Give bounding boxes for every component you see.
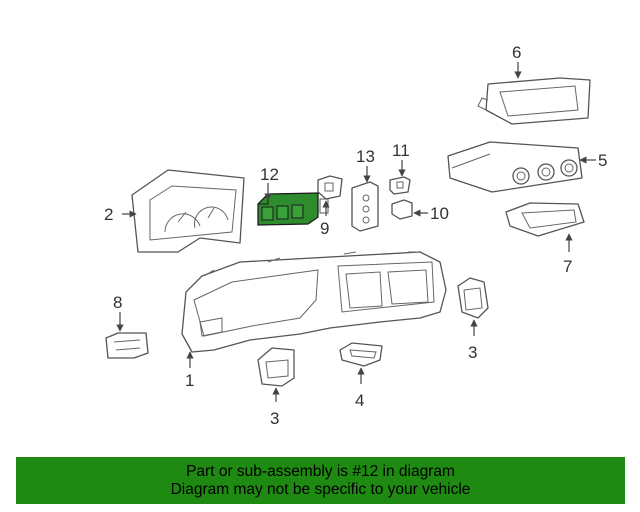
part-8-switch-module[interactable] — [105, 332, 149, 359]
part-6-storage-bin[interactable] — [477, 77, 591, 125]
part-12-switch-assembly[interactable] — [257, 192, 329, 226]
part-13-headlamp-switch[interactable] — [351, 181, 379, 232]
callout-5: 5 — [598, 151, 607, 170]
part-11-switch[interactable] — [389, 176, 411, 195]
callout-1: 1 — [185, 371, 194, 390]
callout-2: 2 — [104, 205, 113, 224]
part-10-switch[interactable] — [391, 199, 413, 220]
callout-6: 6 — [512, 43, 521, 62]
banner-line-1: Part or sub-assembly is #12 in diagram — [186, 462, 455, 480]
callout-12: 12 — [260, 165, 279, 184]
part-5-climate-control[interactable] — [447, 141, 583, 193]
callout-10: 10 — [430, 204, 449, 223]
callout-8: 8 — [113, 293, 122, 312]
callout-3-right: 3 — [468, 343, 477, 362]
part-2-instrument-cluster[interactable] — [131, 169, 245, 253]
callout-7: 7 — [563, 257, 572, 276]
callout-9: 9 — [320, 219, 329, 238]
part-3-vent-left[interactable] — [257, 347, 295, 387]
part-3-vent-right[interactable] — [457, 277, 489, 319]
callout-4: 4 — [355, 391, 364, 410]
part-7-outlet-vent[interactable] — [505, 202, 585, 237]
callout-3-left: 3 — [270, 409, 279, 428]
part-4-outlet-vent[interactable] — [339, 342, 383, 367]
callout-11: 11 — [392, 141, 410, 160]
banner-line-2: Diagram may not be specific to your vehi… — [170, 480, 471, 498]
part-1-instrument-panel[interactable] — [181, 251, 447, 353]
callout-13: 13 — [356, 147, 375, 166]
part-9-switch[interactable] — [317, 175, 343, 200]
info-banner: Part or sub-assembly is #12 in diagram D… — [16, 457, 625, 504]
